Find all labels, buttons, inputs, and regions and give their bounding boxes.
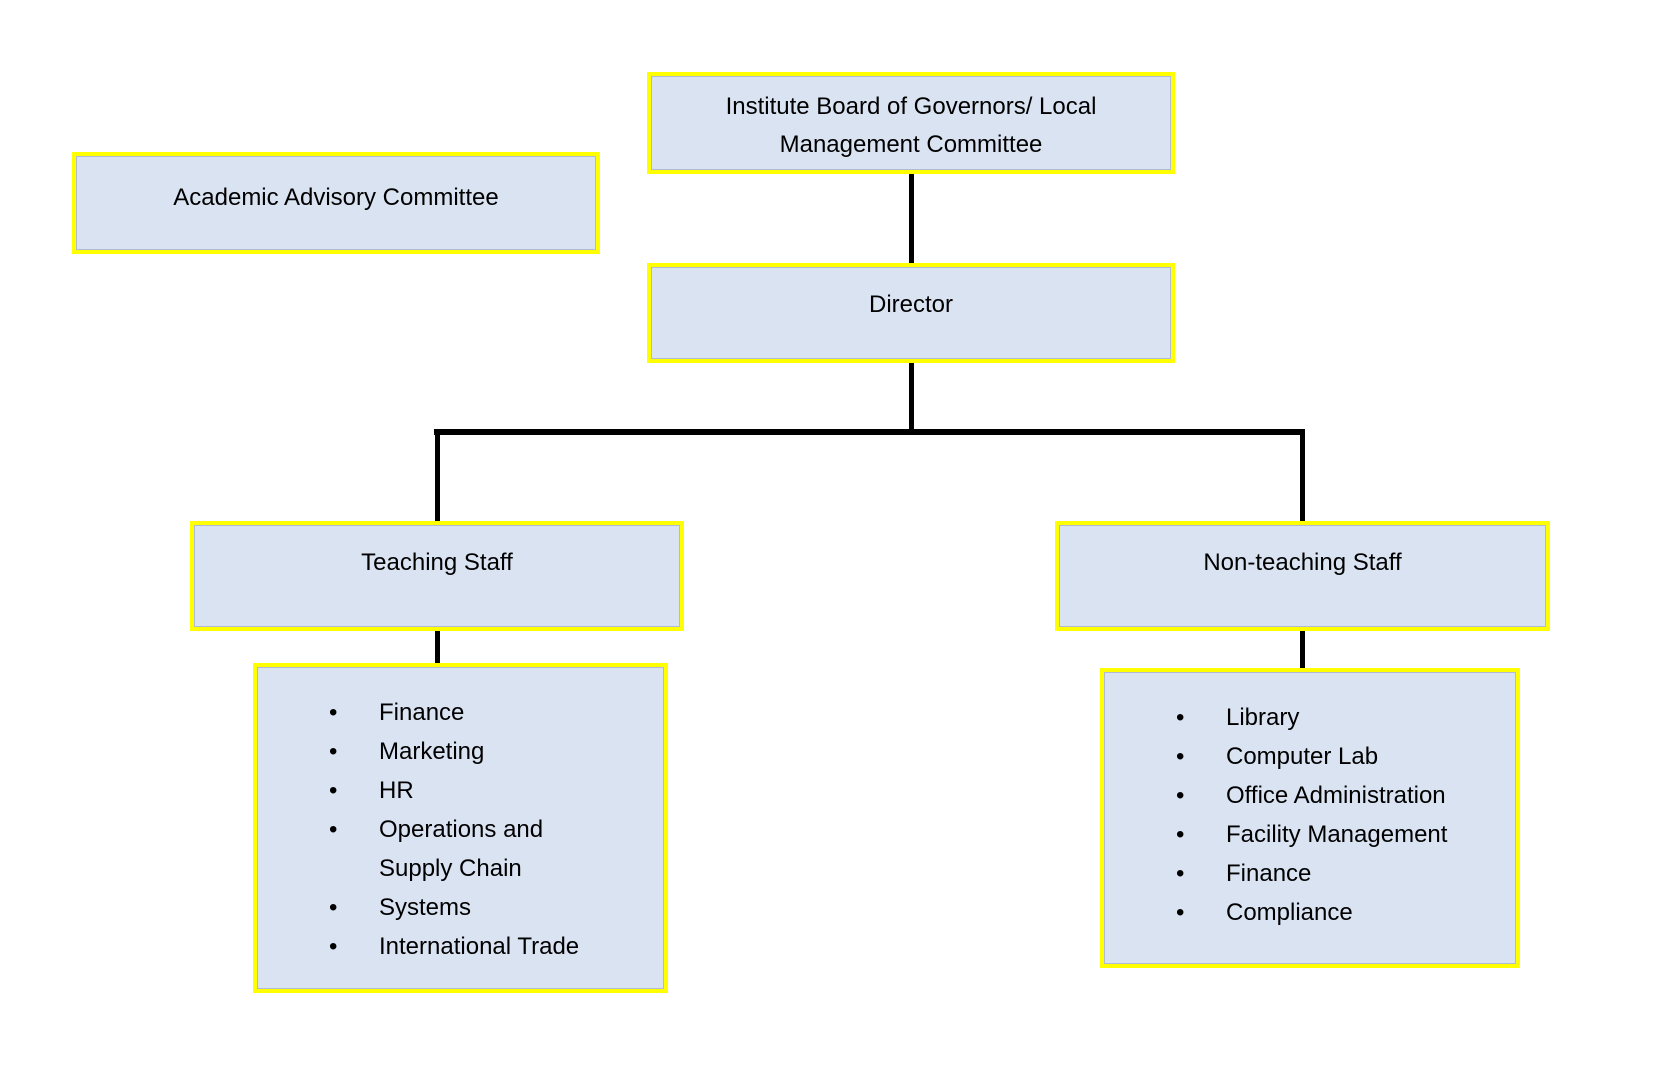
bullet-icon: •	[329, 894, 338, 921]
teaching-staff-node: Teaching Staff	[190, 521, 684, 631]
department-label: HR	[379, 777, 414, 804]
connector-nonteaching-to-list	[1300, 631, 1305, 670]
nonteaching-staff-node: Non-teaching Staff	[1055, 521, 1550, 631]
connector-to-teaching-staff	[435, 429, 440, 521]
connector-branch-crossbar	[434, 429, 1305, 435]
nonteaching-departments-node: • Library • Computer Lab • Office Administrat…	[1100, 668, 1520, 968]
department-label: Compliance	[1226, 899, 1353, 926]
director-label: Director	[868, 291, 953, 318]
bullet-icon: •	[1176, 743, 1185, 770]
bullet-icon: •	[1176, 821, 1185, 848]
department-list-item: • Systems	[329, 888, 648, 927]
department-label: Finance	[1226, 860, 1312, 887]
department-list-item: • HR	[329, 771, 648, 810]
board-of-governors-label: Institute Board of Governors/ Local Mana…	[725, 93, 1097, 158]
teaching-staff-label: Teaching Staff	[361, 549, 513, 576]
connector-director-stem	[909, 363, 914, 431]
department-label: Facility Management	[1226, 821, 1448, 848]
department-list-item: • Marketing	[329, 732, 648, 771]
department-label: Marketing	[379, 738, 485, 765]
bullet-icon: •	[1176, 704, 1185, 731]
bullet-icon: •	[329, 777, 338, 804]
bullet-icon: •	[329, 933, 338, 960]
nonteaching-staff-label: Non-teaching Staff	[1203, 549, 1402, 576]
department-list-item: • Finance	[329, 693, 648, 732]
department-label: Computer Lab	[1226, 743, 1379, 770]
department-list-item: • Operations and Supply Chain	[329, 810, 648, 888]
nonteaching-departments-list: • Library • Computer Lab • Office Administrat…	[1104, 672, 1516, 932]
department-label: International Trade	[379, 933, 580, 960]
connector-to-nonteaching-staff	[1300, 429, 1305, 521]
bullet-icon: •	[1176, 782, 1185, 809]
department-label: Systems	[379, 894, 472, 921]
department-list-item: • Facility Management	[1176, 815, 1500, 854]
department-label: Library	[1226, 704, 1300, 731]
department-label: Operations and Supply Chain	[379, 816, 544, 882]
bullet-icon: •	[329, 816, 338, 843]
board-of-governors-node: Institute Board of Governors/ Local Mana…	[647, 72, 1175, 174]
academic-advisory-committee-label: Academic Advisory Committee	[173, 184, 499, 211]
department-list-item: • Library	[1176, 698, 1500, 737]
bullet-icon: •	[329, 699, 338, 726]
bullet-icon: •	[1176, 860, 1185, 887]
teaching-departments-node: • Finance • Marketing • HR • Operations and Sup…	[253, 663, 668, 993]
department-list-item: • Compliance	[1176, 893, 1500, 932]
department-list-item: • Computer Lab	[1176, 737, 1500, 776]
department-label: Finance	[379, 699, 465, 726]
department-list-item: • Office Administration	[1176, 776, 1500, 815]
academic-advisory-committee-node: Academic Advisory Committee	[72, 152, 600, 254]
director-node: Director	[647, 263, 1175, 363]
department-list-item: • Finance	[1176, 854, 1500, 893]
bullet-icon: •	[1176, 899, 1185, 926]
connector-teaching-to-list	[435, 631, 440, 665]
department-label: Office Administration	[1226, 782, 1446, 809]
department-list-item: • International Trade	[329, 927, 648, 966]
bullet-icon: •	[329, 738, 338, 765]
connector-board-to-director	[909, 174, 914, 265]
teaching-departments-list: • Finance • Marketing • HR • Operations and Sup…	[257, 667, 664, 966]
